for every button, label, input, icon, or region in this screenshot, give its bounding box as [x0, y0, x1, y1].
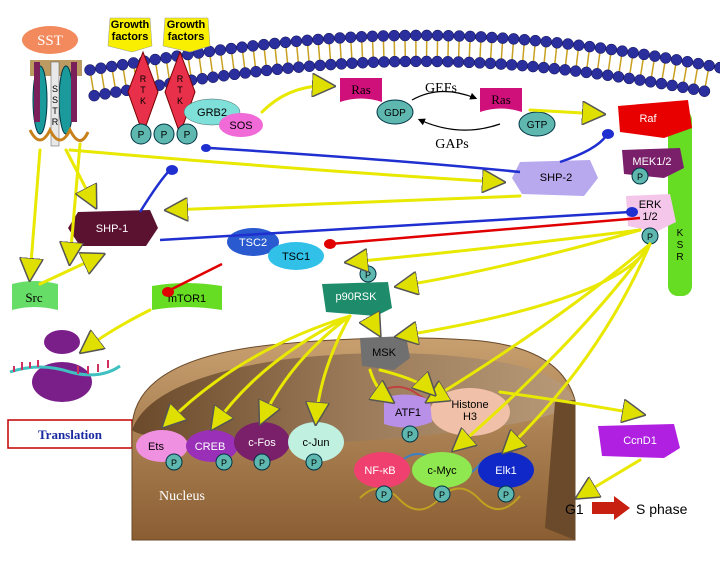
ras-label-1: Ras [351, 82, 371, 97]
svg-text:RTK: RTK [177, 74, 184, 106]
svg-text:P: P [138, 130, 145, 141]
svg-text:P: P [647, 232, 653, 242]
cfos-protein [234, 422, 290, 462]
shp1-label: SHP-1 [96, 223, 128, 235]
inhibition-ends-blue [166, 129, 638, 217]
sos-protein [219, 113, 263, 137]
svg-text:P: P [637, 172, 643, 182]
gtp-circle [518, 111, 556, 137]
cmyc-protein [412, 452, 472, 488]
mtor1-label: mTOR1 [168, 293, 206, 305]
raf-label: Raf [639, 113, 657, 125]
tsc1-protein [268, 242, 324, 270]
p90rsk-protein [322, 282, 392, 316]
inhibition-lines-red [169, 216, 641, 292]
gefs-arrow [411, 90, 478, 101]
sst-ligand [22, 26, 78, 54]
msk-label: MSK [372, 347, 397, 359]
svg-text:P: P [259, 458, 265, 468]
rtk-phospho-sites: P P P [130, 123, 198, 145]
mek-label: MEK1/2 [632, 156, 671, 168]
tsc2-label: TSC2 [239, 237, 267, 249]
cmyc-label: c-Myc [427, 465, 457, 477]
svg-text:P: P [381, 490, 387, 500]
cjun-label: c-Jun [303, 437, 330, 449]
svg-text:P: P [439, 490, 445, 500]
svg-text:P: P [221, 458, 227, 468]
gaps-label: GAPs [435, 137, 468, 152]
svg-text:P: P [161, 130, 168, 141]
gdp-circle [376, 99, 414, 125]
tsc1-label: TSC1 [282, 251, 310, 263]
elk1-label: Elk1 [495, 465, 516, 477]
inhibition-lines-blue [138, 135, 631, 242]
gtp-label: GTP [527, 120, 548, 131]
shp2-label: SHP-2 [540, 172, 572, 184]
gaps-arrow [417, 118, 501, 131]
cell-membrane [84, 29, 720, 102]
elk1-protein [478, 452, 534, 488]
sos-label: SOS [229, 120, 252, 132]
svg-text:P: P [503, 490, 509, 500]
svg-text:P: P [171, 458, 177, 468]
translation-label: Translation [38, 427, 103, 442]
svg-text:P: P [365, 270, 371, 280]
nucleus-label: Nucleus [159, 489, 205, 504]
ccnd1-protein [598, 424, 680, 458]
src-label: Src [25, 290, 43, 305]
erk-protein [626, 194, 676, 232]
ras-gdp-protein [340, 78, 382, 102]
raf-protein [618, 100, 692, 138]
svg-text:P: P [184, 130, 191, 141]
src-protein [12, 281, 58, 310]
ccnd1-label: CcnD1 [623, 435, 657, 447]
g1-to-s-arrow [592, 496, 630, 520]
shp2-protein [512, 160, 598, 196]
gefs-label: GEFs [425, 81, 457, 96]
svg-text:P: P [407, 430, 413, 440]
nfkb-label: NF-κB [364, 465, 395, 477]
creb-label: CREB [195, 441, 226, 453]
atf1-label: ATF1 [395, 407, 421, 419]
cfos-label: c-Fos [248, 437, 276, 449]
g1-label: G1 [565, 501, 584, 517]
activation-arrows [30, 86, 652, 496]
grb2-label: GRB2 [197, 107, 227, 119]
sphase-label: S phase [636, 501, 688, 517]
svg-text:P: P [311, 458, 317, 468]
sst-label: SST [37, 33, 63, 49]
gdp-label: GDP [384, 108, 406, 119]
nfkb-protein [354, 452, 410, 488]
inhibition-ends-red [162, 239, 336, 297]
ras-gtp-protein [480, 88, 522, 112]
ets-label: Ets [148, 441, 164, 453]
svg-text:RTK: RTK [140, 74, 147, 106]
ribosome-icon [9, 330, 121, 402]
p90rsk-label: p90RSK [336, 291, 378, 303]
ras-label-2: Ras [491, 92, 511, 107]
shp1-protein [68, 210, 158, 246]
cjun-protein [288, 422, 344, 462]
